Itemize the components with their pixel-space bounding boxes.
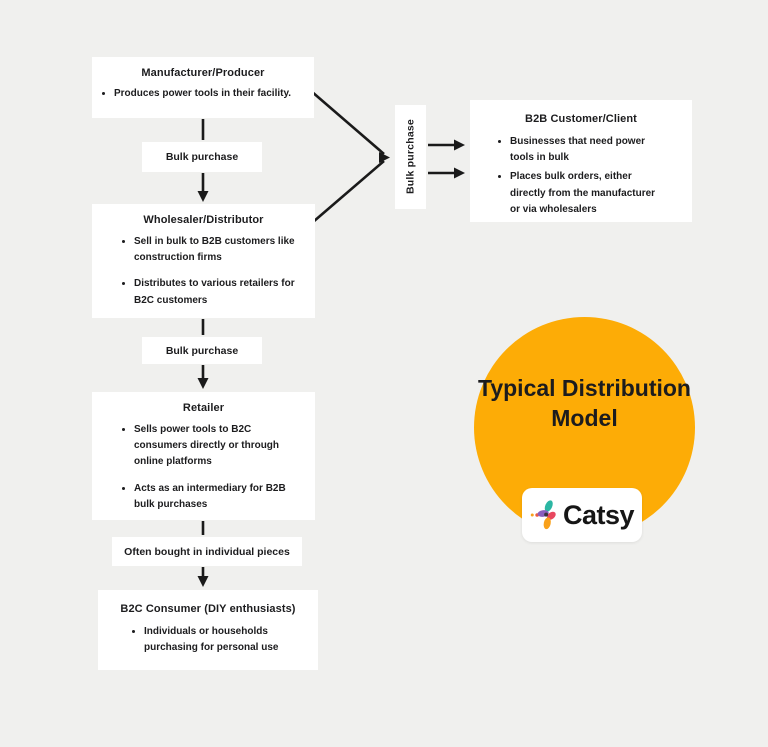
edge-label-text: Bulk purchase [165, 151, 239, 163]
bullet-item: Places bulk orders, either directly from… [510, 169, 664, 218]
node-wholesaler: Wholesaler/Distributor Sell in bulk to B… [92, 204, 315, 318]
edge-label-often-bought: Often bought in individual pieces [112, 537, 302, 566]
edge-label-text: Bulk purchase [404, 119, 417, 195]
bullet-item: Distributes to various retailers for B2C… [134, 276, 303, 308]
node-b2c-consumer: B2C Consumer (DIY enthusiasts) Individua… [98, 590, 318, 670]
node-b2c-consumer-bullets: Individuals or households purchasing for… [98, 624, 318, 656]
node-b2b-customer-bullets: Businesses that need power tools in bulk… [470, 134, 692, 218]
bullet-item: Sells power tools to B2C consumers direc… [134, 422, 303, 471]
catsy-butterfly-icon [530, 500, 556, 530]
node-retailer-title: Retailer [182, 402, 225, 414]
bullet-item: Individuals or households purchasing for… [144, 624, 310, 656]
catsy-logo-card: Catsy [522, 488, 642, 542]
edge-label-bulk-purchase-2: Bulk purchase [142, 337, 262, 364]
edge-label-bulk-purchase-1: Bulk purchase [142, 142, 262, 172]
node-retailer: Retailer Sells power tools to B2C consum… [92, 392, 315, 520]
bullet-item: Acts as an intermediary for B2B bulk pur… [134, 481, 303, 513]
edge-label-text: Bulk purchase [165, 344, 239, 357]
badge-title: Typical Distribution Model [478, 375, 691, 432]
bullet-item: Businesses that need power tools in bulk [510, 134, 664, 166]
edge-label-text: Often bought in individual pieces [124, 545, 290, 558]
node-wholesaler-bullets: Sell in bulk to B2B customers like const… [92, 234, 315, 309]
node-retailer-bullets: Sells power tools to B2C consumers direc… [92, 422, 315, 513]
edge-manufacturer-diagonal [310, 90, 385, 155]
node-manufacturer: Manufacturer/Producer Produces power too… [92, 57, 314, 118]
bullet-item: Produces power tools in their facility. [114, 86, 312, 102]
edge-wholesaler-diagonal [312, 160, 385, 223]
node-manufacturer-bullets: Produces power tools in their facility. [92, 86, 314, 102]
catsy-logo-text: Catsy [562, 499, 635, 530]
node-b2b-customer-title: B2B Customer/Client [525, 113, 637, 125]
node-manufacturer-title: Manufacturer/Producer [141, 67, 265, 79]
node-b2c-consumer-title: B2C Consumer (DIY enthusiasts) [120, 603, 296, 615]
node-b2b-customer: B2B Customer/Client Businesses that need… [470, 100, 692, 222]
bullet-item: Sell in bulk to B2B customers like const… [134, 234, 303, 266]
node-wholesaler-title: Wholesaler/Distributor [143, 214, 264, 226]
edge-label-bulk-purchase-vertical: Bulk purchase [395, 105, 426, 209]
